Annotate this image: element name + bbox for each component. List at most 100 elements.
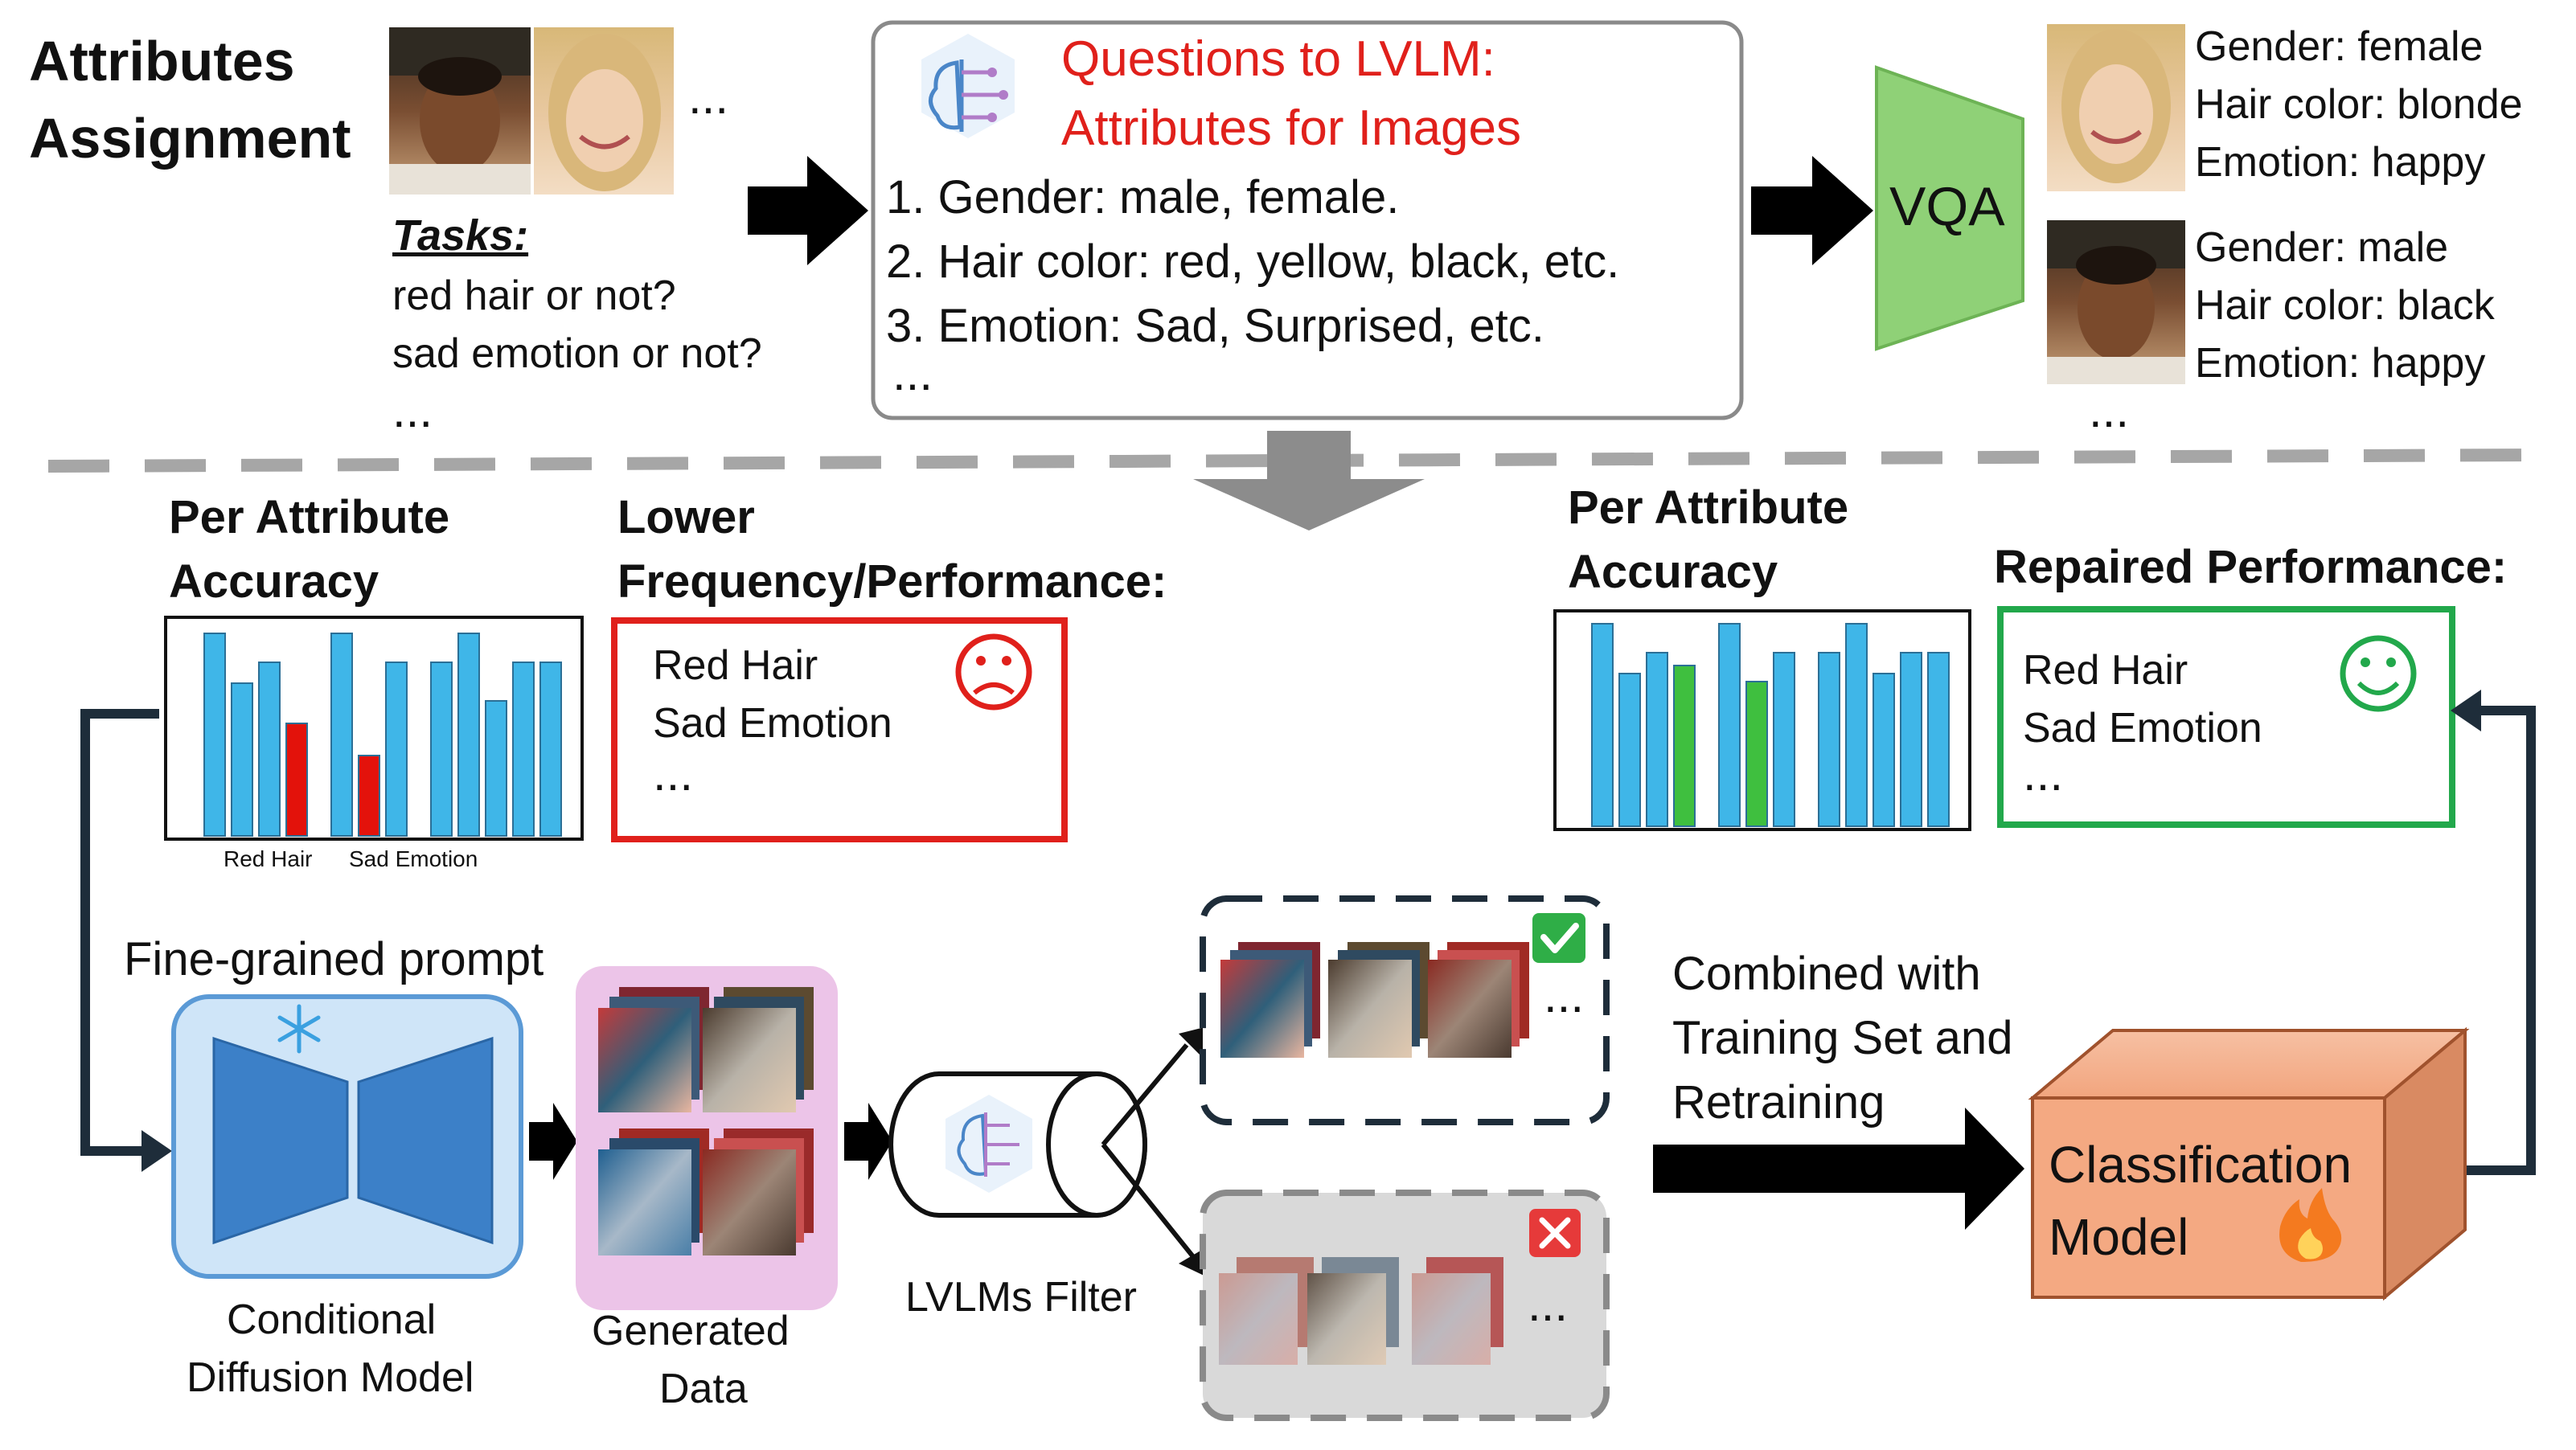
generated-label-1: Generated	[592, 1308, 790, 1354]
accuracy-bar	[258, 662, 281, 837]
classification-model-cube	[2028, 1026, 2470, 1301]
accuracy-bar	[512, 662, 535, 837]
result-2-hair: Hair color: black	[2195, 282, 2495, 329]
repaired-box	[1997, 606, 2455, 828]
result-2-emotion: Emotion: happy	[2195, 340, 2486, 387]
section-divider	[47, 449, 2533, 473]
lvlm-filter-cylinder	[888, 1071, 1147, 1218]
accuracy-bar	[1927, 652, 1950, 827]
accuracy-bar	[1818, 652, 1840, 827]
down-arrow	[1193, 431, 1425, 530]
snowflake-icon	[277, 1004, 321, 1054]
left-accuracy-title-1: Per Attribute	[169, 491, 450, 543]
fire-icon	[2279, 1188, 2342, 1262]
rejected-images	[1219, 1257, 1503, 1365]
diffusion-decoder	[357, 1036, 494, 1245]
accuracy-bar	[1845, 623, 1868, 827]
combined-label-2: Training Set and	[1672, 1012, 2013, 1064]
sad-face-icon	[955, 633, 1032, 711]
label-sad-emotion: Sad Emotion	[349, 846, 478, 871]
rejected-ellipsis: ...	[1528, 1277, 1569, 1331]
task-red-hair: red hair or not?	[392, 272, 676, 319]
happy-face-icon	[2340, 635, 2417, 712]
accuracy-bar	[330, 633, 353, 837]
rejected-box	[1200, 1190, 1610, 1421]
accuracy-bar	[457, 633, 480, 837]
left-accuracy-title-2: Accuracy	[169, 555, 379, 608]
question-gender: 1. Gender: male, female.	[886, 171, 1400, 223]
arrow-to-vqa	[1751, 156, 1873, 265]
accuracy-bar	[285, 723, 308, 837]
model-label-2: Model	[2049, 1208, 2189, 1266]
accuracy-bar	[385, 662, 408, 837]
left-accuracy-bars	[203, 633, 562, 837]
model-label-1: Classification	[2049, 1136, 2352, 1194]
questions-title-1: Questions to LVLM:	[1061, 31, 1495, 87]
generated-images	[598, 987, 814, 1255]
repaired-item-sad-emotion: Sad Emotion	[2023, 705, 2262, 752]
lower-title-2: Frequency/Performance:	[617, 555, 1167, 608]
loop-arrow-right-head	[2451, 690, 2481, 731]
question-emotion: 3. Emotion: Sad, Surprised, etc.	[886, 300, 1544, 352]
arrow-to-questions	[748, 156, 868, 265]
accepted-ellipsis: ...	[1544, 969, 1585, 1022]
accuracy-bar	[1591, 623, 1614, 827]
branch-arrow-down	[1101, 1143, 1197, 1260]
face-photo-male	[389, 27, 531, 195]
tasks-label: Tasks:	[392, 211, 529, 260]
cross-icon	[1529, 1209, 1581, 1257]
questions-ellipsis: ...	[892, 346, 933, 400]
accuracy-bar	[1773, 652, 1795, 827]
questions-box	[871, 20, 1744, 420]
tasks-ellipsis: ...	[392, 383, 433, 437]
accuracy-bar	[1873, 673, 1895, 827]
question-hair-color: 2. Hair color: red, yellow, black, etc.	[886, 236, 1620, 288]
repaired-ellipsis: ...	[2023, 747, 2064, 801]
lower-item-sad-emotion: Sad Emotion	[653, 700, 892, 747]
result-photo-male	[2047, 220, 2185, 384]
accepted-images	[1220, 942, 1529, 1058]
accuracy-bar	[1900, 652, 1922, 827]
accuracy-bar	[1646, 652, 1668, 827]
combined-label-3: Retraining	[1672, 1076, 1885, 1128]
accuracy-bar	[358, 755, 380, 837]
diffusion-label-2: Diffusion Model	[187, 1354, 474, 1401]
task-sad-emotion: sad emotion or not?	[392, 330, 762, 377]
repaired-item-red-hair: Red Hair	[2023, 647, 2188, 694]
vqa-block	[1875, 65, 2024, 351]
questions-title-2: Attributes for Images	[1061, 100, 1522, 156]
faces-ellipsis: ...	[688, 70, 729, 124]
arrow-to-filter	[844, 1103, 892, 1180]
arrow-to-generated	[529, 1103, 577, 1180]
face-photo-female	[534, 27, 674, 195]
lvlm-brain-icon	[921, 34, 1015, 138]
check-icon	[1532, 913, 1585, 963]
result-1-gender: Gender: female	[2195, 23, 2484, 70]
loop-arrow-left	[80, 709, 159, 1156]
lower-ellipsis: ...	[653, 747, 694, 801]
loop-arrow-left-head	[142, 1130, 172, 1172]
lower-title-1: Lower	[617, 491, 755, 543]
accuracy-bar	[1718, 623, 1741, 827]
vqa-label: VQA	[1889, 176, 2005, 237]
accuracy-bar	[539, 662, 562, 837]
accuracy-bar	[231, 682, 253, 837]
result-1-emotion: Emotion: happy	[2195, 139, 2486, 186]
arrow-to-model	[1653, 1108, 2024, 1230]
right-accuracy-bars	[1591, 623, 1950, 827]
filter-label: LVLMs Filter	[905, 1274, 1137, 1321]
loop-arrow-right	[2465, 706, 2536, 1175]
repaired-title: Repaired Performance:	[1994, 541, 2508, 593]
title-assignment: Assignment	[29, 107, 351, 170]
result-photo-female	[2047, 24, 2185, 191]
accuracy-bar	[1745, 681, 1768, 827]
result-2-gender: Gender: male	[2195, 224, 2449, 271]
accuracy-bar	[203, 633, 226, 837]
results-ellipsis: ...	[2089, 383, 2130, 437]
result-1-hair: Hair color: blonde	[2195, 81, 2523, 128]
fine-grained-prompt-label: Fine-grained prompt	[124, 933, 544, 985]
right-accuracy-title-1: Per Attribute	[1568, 481, 1849, 534]
accuracy-bar	[485, 700, 507, 837]
